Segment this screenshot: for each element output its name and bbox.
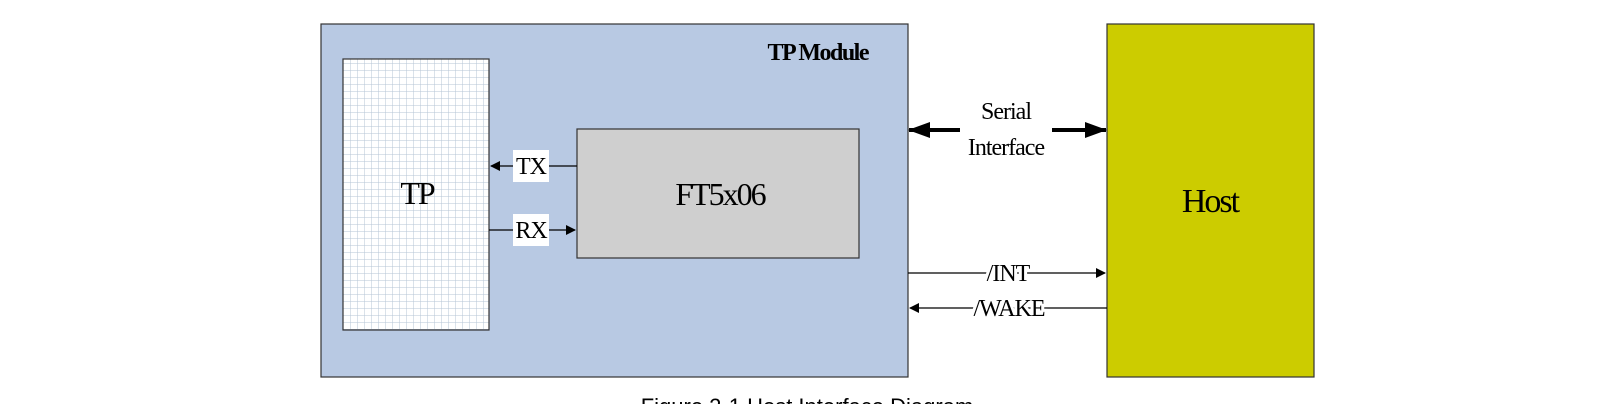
wake-label: /WAKE	[974, 296, 1045, 322]
int-label: /INT	[987, 261, 1031, 287]
tx-label-bg	[513, 150, 549, 182]
controller-box	[576, 128, 860, 259]
tx-label: TX	[516, 154, 547, 180]
serial-label-line1: Serial	[981, 99, 1032, 125]
figure-caption: Figure 2-1 Host Interface Diagram	[641, 394, 974, 404]
tp-module-title: TP Module	[767, 40, 869, 66]
tp-panel-label: TP	[400, 175, 435, 211]
controller-label: FT5x06	[675, 176, 766, 212]
host-box	[1106, 23, 1315, 378]
host-label: Host	[1182, 183, 1241, 220]
serial-label-line2: Interface	[968, 135, 1045, 161]
rx-label-bg	[513, 214, 549, 246]
rx-label: RX	[515, 218, 547, 244]
tp-panel	[342, 58, 490, 331]
